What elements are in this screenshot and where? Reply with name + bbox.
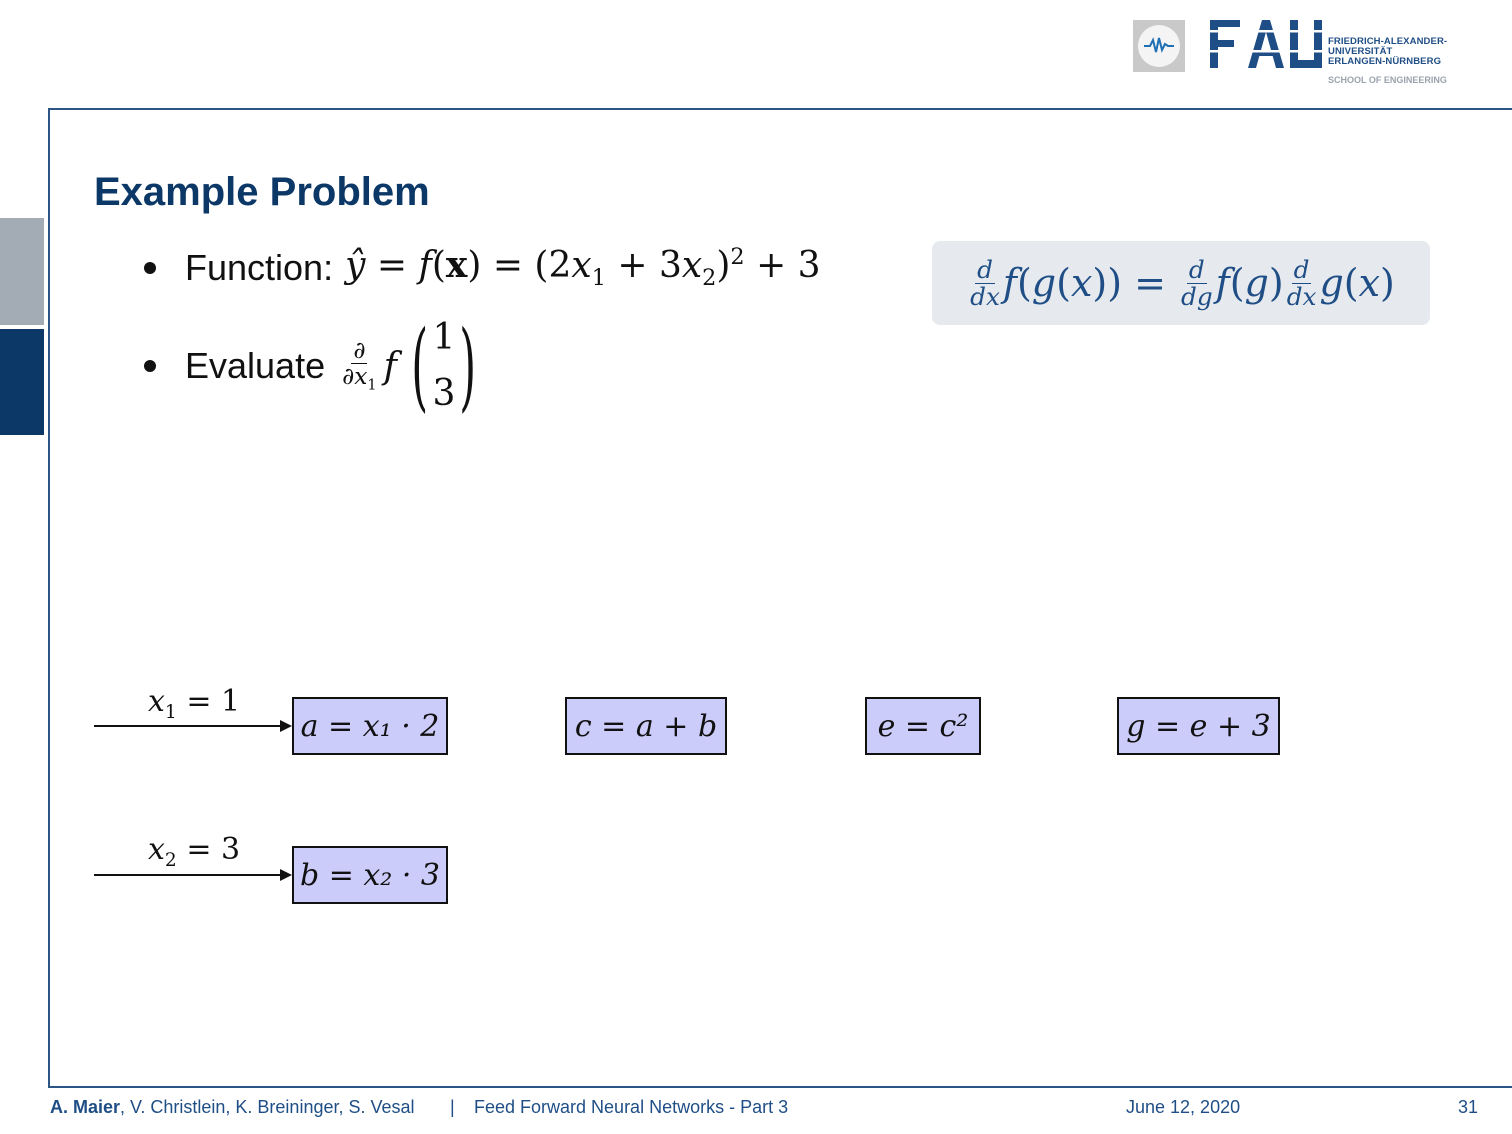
footer-separator: | xyxy=(450,1097,455,1117)
footer-talk-title: Feed Forward Neural Networks - Part 3 xyxy=(474,1097,789,1117)
footer-date: June 12, 2020 xyxy=(1126,1097,1241,1117)
slide-title: Example Problem xyxy=(94,170,430,214)
node-b: b = x₂ · 3 xyxy=(292,846,448,904)
node-c: c = a + b xyxy=(565,697,727,755)
node-g: g = e + 3 xyxy=(1117,697,1280,755)
institution-name: FRIEDRICH-ALEXANDER- UNIVERSITÄT ERLANGE… xyxy=(1328,36,1448,67)
bullet-function-label: Function: xyxy=(185,246,334,288)
footer-page-number: 31 xyxy=(1458,1097,1479,1117)
bullet-evaluate: Evaluate ∂∂x1 f ( 1 3 ) xyxy=(144,310,487,422)
waveform-icon xyxy=(1144,37,1174,53)
node-a: a = x₁ · 2 xyxy=(292,697,448,755)
vector-entry: 3 xyxy=(432,373,456,414)
slide-frame xyxy=(48,108,1512,1088)
partial-derivative-formula: ∂∂x1 f ( 1 3 ) xyxy=(339,310,487,422)
side-bar-blue xyxy=(0,329,44,435)
fau-logo xyxy=(1210,20,1322,68)
lab-logo xyxy=(1133,20,1185,72)
bullet-evaluate-label: Evaluate xyxy=(185,345,326,386)
input-label-x2: x2 = 3 xyxy=(148,832,241,871)
school-name: SCHOOL OF ENGINEERING xyxy=(1328,75,1447,85)
vector-entry: 1 xyxy=(432,317,456,358)
node-e: e = c² xyxy=(865,697,981,755)
input-arrow-x1 xyxy=(94,720,292,732)
input-label-x1: x1 = 1 xyxy=(148,684,241,723)
function-formula: ŷ = f(x) = (2x1 + 3x2)2 + 3 xyxy=(345,244,821,292)
side-bar-grey xyxy=(0,218,44,325)
footer-authors: A. Maier, V. Christlein, K. Breininger, … xyxy=(50,1097,415,1117)
bullet-dot xyxy=(144,360,156,372)
bullet-function: Function: ŷ = f(x) = (2x1 + 3x2)2 + 3 xyxy=(144,244,821,291)
input-arrow-x2 xyxy=(94,869,292,881)
bullet-dot xyxy=(144,261,156,274)
footer: A. Maier, V. Christlein, K. Breininger, … xyxy=(0,1097,1512,1121)
input-vector: ( 1 3 ) xyxy=(411,310,477,422)
